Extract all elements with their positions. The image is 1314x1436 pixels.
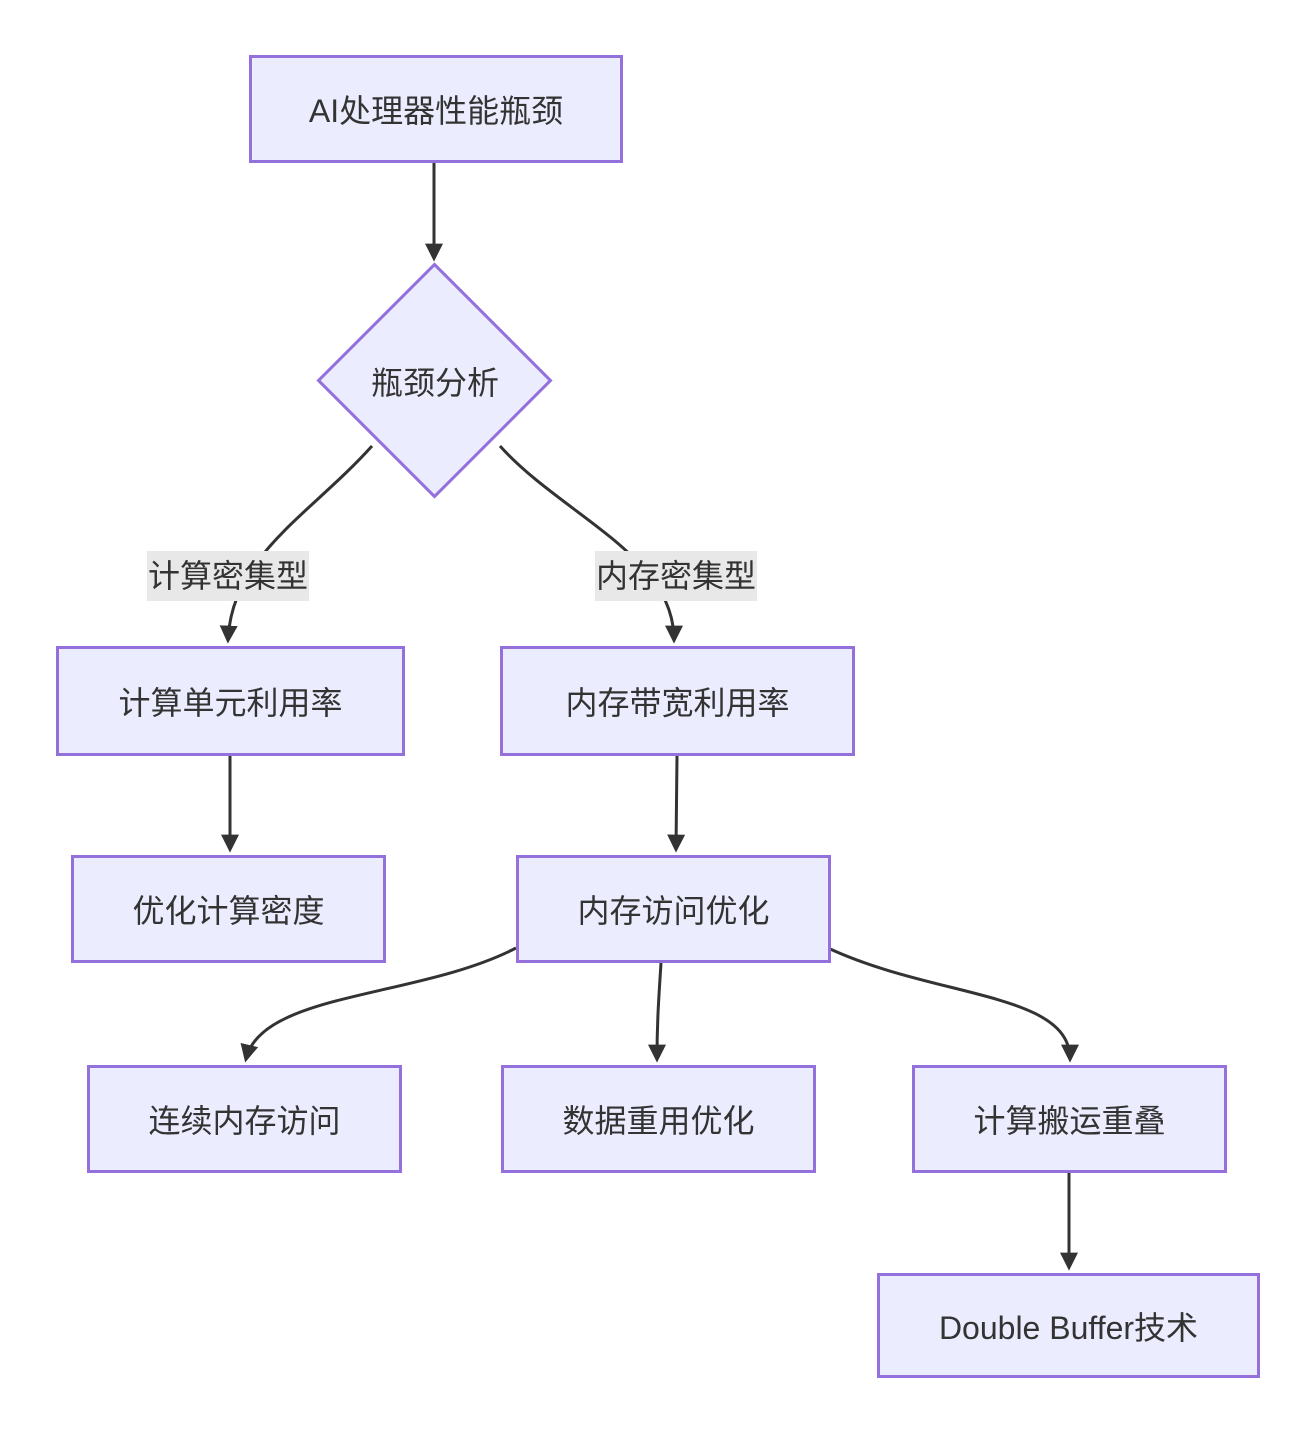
edge-f-to-i bbox=[827, 946, 1079, 1063]
node-ai-processor-bottleneck: AI处理器性能瓶颈 bbox=[249, 55, 623, 163]
edge-label-text: 计算密集型 bbox=[147, 558, 308, 594]
edge-b-to-c bbox=[219, 444, 374, 644]
node-label: 数据重用优化 bbox=[562, 1103, 755, 1139]
node-label: 瓶颈分析 bbox=[370, 365, 499, 401]
node-compute-transfer-overlap: 计算搬运重叠 bbox=[912, 1065, 1227, 1173]
node-compute-unit-utilization: 计算单元利用率 bbox=[56, 646, 405, 756]
edge-f-to-h bbox=[648, 962, 667, 1063]
node-label: AI处理器性能瓶颈 bbox=[308, 93, 564, 129]
edge-b-to-d bbox=[498, 444, 683, 644]
node-memory-bandwidth-utilization: 内存带宽利用率 bbox=[500, 646, 855, 756]
node-label: 计算单元利用率 bbox=[118, 685, 343, 721]
edge-d-to-f bbox=[667, 755, 686, 853]
node-label: 计算搬运重叠 bbox=[973, 1103, 1166, 1139]
edge-label-compute-intensive: 计算密集型 bbox=[147, 551, 309, 601]
edge-f-to-g bbox=[240, 946, 517, 1063]
node-label: 连续内存访问 bbox=[148, 1103, 341, 1139]
node-label: 内存带宽利用率 bbox=[565, 685, 790, 721]
node-label: Double Buffer技术 bbox=[938, 1309, 1199, 1346]
node-data-reuse-optimization: 数据重用优化 bbox=[501, 1065, 816, 1173]
node-optimize-compute-density: 优化计算密度 bbox=[71, 855, 386, 963]
node-label: 内存访问优化 bbox=[577, 893, 770, 929]
node-memory-access-optimization: 内存访问优化 bbox=[516, 855, 831, 963]
node-label: 优化计算密度 bbox=[132, 893, 325, 929]
node-bottleneck-analysis: 瓶颈分析 bbox=[325, 355, 545, 407]
node-contiguous-memory-access: 连续内存访问 bbox=[87, 1065, 402, 1173]
edge-label-memory-intensive: 内存密集型 bbox=[595, 551, 757, 601]
edge-label-text: 内存密集型 bbox=[595, 558, 756, 594]
node-double-buffer-technique: Double Buffer技术 bbox=[877, 1273, 1260, 1378]
